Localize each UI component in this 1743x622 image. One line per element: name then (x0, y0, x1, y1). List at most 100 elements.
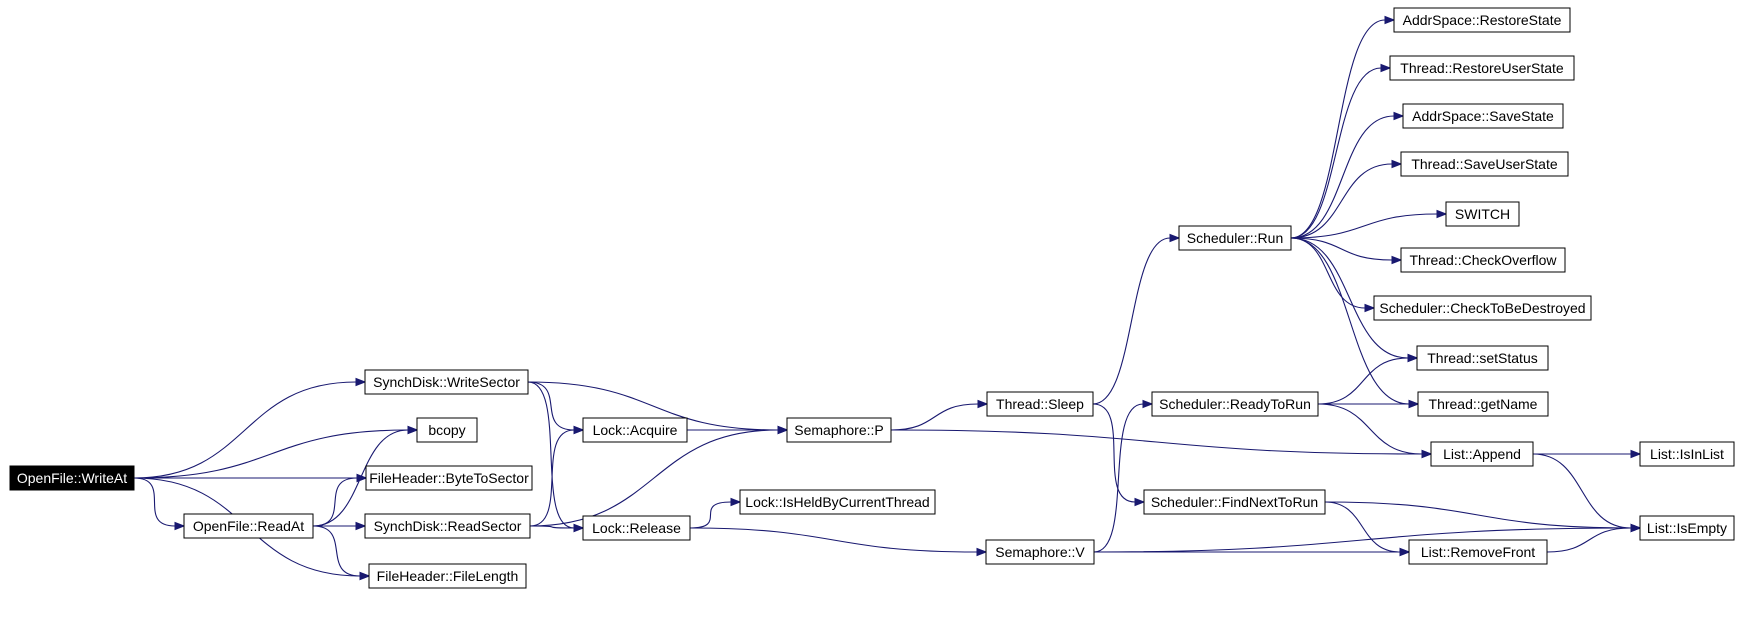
node-scheduler-checktobedestroyed[interactable]: Scheduler::CheckToBeDestroyed (1373, 295, 1592, 321)
edge-arrowhead (355, 521, 367, 531)
edge-readsector-to-acquire (529, 425, 585, 527)
edge-line (1290, 237, 1366, 309)
edge-line (890, 429, 1423, 455)
edge-arrowhead (1142, 399, 1154, 409)
edge-writeat-to-readat (133, 477, 186, 531)
node-openfile-writeat[interactable]: OpenFile::WriteAt (9, 465, 135, 491)
node-list-isinlist[interactable]: List::IsInList (1639, 441, 1735, 467)
node-thread-setstatus[interactable]: Thread::setStatus (1416, 345, 1549, 371)
edge-run-to-checkoverflow (1290, 237, 1403, 265)
edge-line (133, 381, 357, 479)
edge-semp-to-append (890, 429, 1433, 459)
edge-arrowhead (976, 547, 988, 557)
node-label: SynchDisk::ReadSector (374, 518, 522, 534)
edge-arrowhead (1399, 547, 1411, 557)
edge-arrowhead (1391, 255, 1403, 265)
edge-removefront-to-isempty (1546, 523, 1642, 553)
edge-readat-to-filelength (312, 525, 371, 581)
node-label: FileHeader::FileLength (377, 568, 519, 584)
node-lock-acquire[interactable]: Lock::Acquire (582, 417, 688, 443)
edge-line (1532, 453, 1632, 529)
edge-arrowhead (174, 521, 186, 531)
edge-line (1093, 403, 1144, 553)
edge-arrowhead (359, 571, 371, 581)
edge-arrowhead (777, 425, 789, 435)
edge-arrowhead (1407, 353, 1419, 363)
node-label: Scheduler::FindNextToRun (1151, 494, 1318, 510)
node-label: List::Append (1443, 446, 1521, 462)
edge-line (133, 477, 176, 527)
edge-line (1290, 237, 1393, 261)
edge-readat-to-readsector (313, 521, 367, 531)
node-lock-release[interactable]: Lock::Release (582, 515, 691, 541)
node-scheduler-readytorun[interactable]: Scheduler::ReadyToRun (1151, 391, 1319, 417)
edge-run-to-restoreuserstate (1290, 63, 1392, 239)
node-addrspace-restorestate[interactable]: AddrSpace::RestoreState (1393, 7, 1571, 33)
node-thread-getname[interactable]: Thread::getName (1417, 391, 1549, 417)
edge-semp-to-sleep (890, 399, 989, 431)
edge-run-to-getname (1290, 237, 1420, 409)
node-semaphore-v[interactable]: Semaphore::V (985, 539, 1095, 565)
node-switch[interactable]: SWITCH (1445, 201, 1520, 227)
edge-arrowhead (356, 473, 368, 483)
node-label: bcopy (428, 422, 465, 438)
edge-arrowhead (1380, 63, 1392, 73)
node-scheduler-run[interactable]: Scheduler::Run (1178, 225, 1292, 251)
node-fileheader-bytetosector[interactable]: FileHeader::ByteToSector (365, 465, 533, 491)
edge-writeat-to-writesector (133, 377, 367, 479)
edge-release-to-isheld (689, 497, 742, 529)
node-fileheader-filelength[interactable]: FileHeader::FileLength (368, 563, 527, 589)
edge-line (1290, 237, 1410, 405)
node-label: Semaphore::P (794, 422, 884, 438)
edge-arrowhead (1169, 233, 1181, 243)
edge-line (529, 525, 575, 529)
edge-append-to-isempty (1532, 453, 1642, 533)
node-label: SWITCH (1455, 206, 1510, 222)
edge-line (1093, 527, 1632, 553)
edge-line (312, 525, 361, 577)
node-thread-restoreuserstate[interactable]: Thread::RestoreUserState (1389, 55, 1575, 81)
edge-readytorun-to-setstatus (1317, 353, 1419, 405)
node-bcopy[interactable]: bcopy (416, 417, 478, 443)
node-semaphore-p[interactable]: Semaphore::P (786, 417, 892, 443)
edge-writesector-to-release (527, 381, 585, 533)
node-thread-checkoverflow[interactable]: Thread::CheckOverflow (1400, 247, 1566, 273)
node-list-isempty[interactable]: List::IsEmpty (1639, 515, 1735, 541)
node-lock-isheldbycurrentthread[interactable]: Lock::IsHeldByCurrentThread (739, 489, 936, 515)
edge-line (1324, 501, 1401, 553)
edge-line (1290, 163, 1393, 239)
node-thread-sleep[interactable]: Thread::Sleep (986, 391, 1094, 417)
node-label: OpenFile::WriteAt (17, 470, 127, 486)
node-label: List::IsEmpty (1647, 520, 1727, 536)
edge-line (1317, 403, 1423, 455)
edge-sleep-to-run (1092, 233, 1181, 405)
node-label: Scheduler::Run (1187, 230, 1284, 246)
edge-arrowhead (1436, 209, 1448, 219)
node-synchdisk-readsector[interactable]: SynchDisk::ReadSector (364, 513, 531, 539)
edge-release-to-semv (689, 527, 988, 557)
edge-arrowhead (355, 377, 367, 387)
node-list-removefront[interactable]: List::RemoveFront (1408, 539, 1548, 565)
node-label: AddrSpace::SaveState (1412, 108, 1554, 124)
node-addrspace-savestate[interactable]: AddrSpace::SaveState (1402, 103, 1564, 129)
edge-line (1092, 403, 1136, 503)
edge-semv-to-isempty (1093, 523, 1642, 553)
node-list-append[interactable]: List::Append (1430, 441, 1534, 467)
node-thread-saveuserstate[interactable]: Thread::SaveUserState (1400, 151, 1569, 177)
edge-line (312, 477, 358, 527)
edge-arrowhead (407, 425, 419, 435)
edge-acquire-to-semp (687, 425, 789, 435)
node-openfile-readat[interactable]: OpenFile::ReadAt (183, 513, 314, 539)
edge-line (1290, 67, 1382, 239)
edge-arrowhead (1630, 523, 1642, 533)
node-synchdisk-writesector[interactable]: SynchDisk::WriteSector (364, 369, 529, 395)
edge-arrowhead (1364, 303, 1376, 313)
node-label: List::RemoveFront (1421, 544, 1535, 560)
edge-arrowhead (1134, 497, 1146, 507)
node-label: Thread::SaveUserState (1411, 156, 1558, 172)
edge-sleep-to-findnext (1092, 403, 1146, 507)
edge-arrowhead (1384, 15, 1396, 25)
node-scheduler-findnexttorun[interactable]: Scheduler::FindNextToRun (1143, 489, 1326, 515)
edge-line (1324, 501, 1632, 529)
node-label: Thread::Sleep (996, 396, 1084, 412)
